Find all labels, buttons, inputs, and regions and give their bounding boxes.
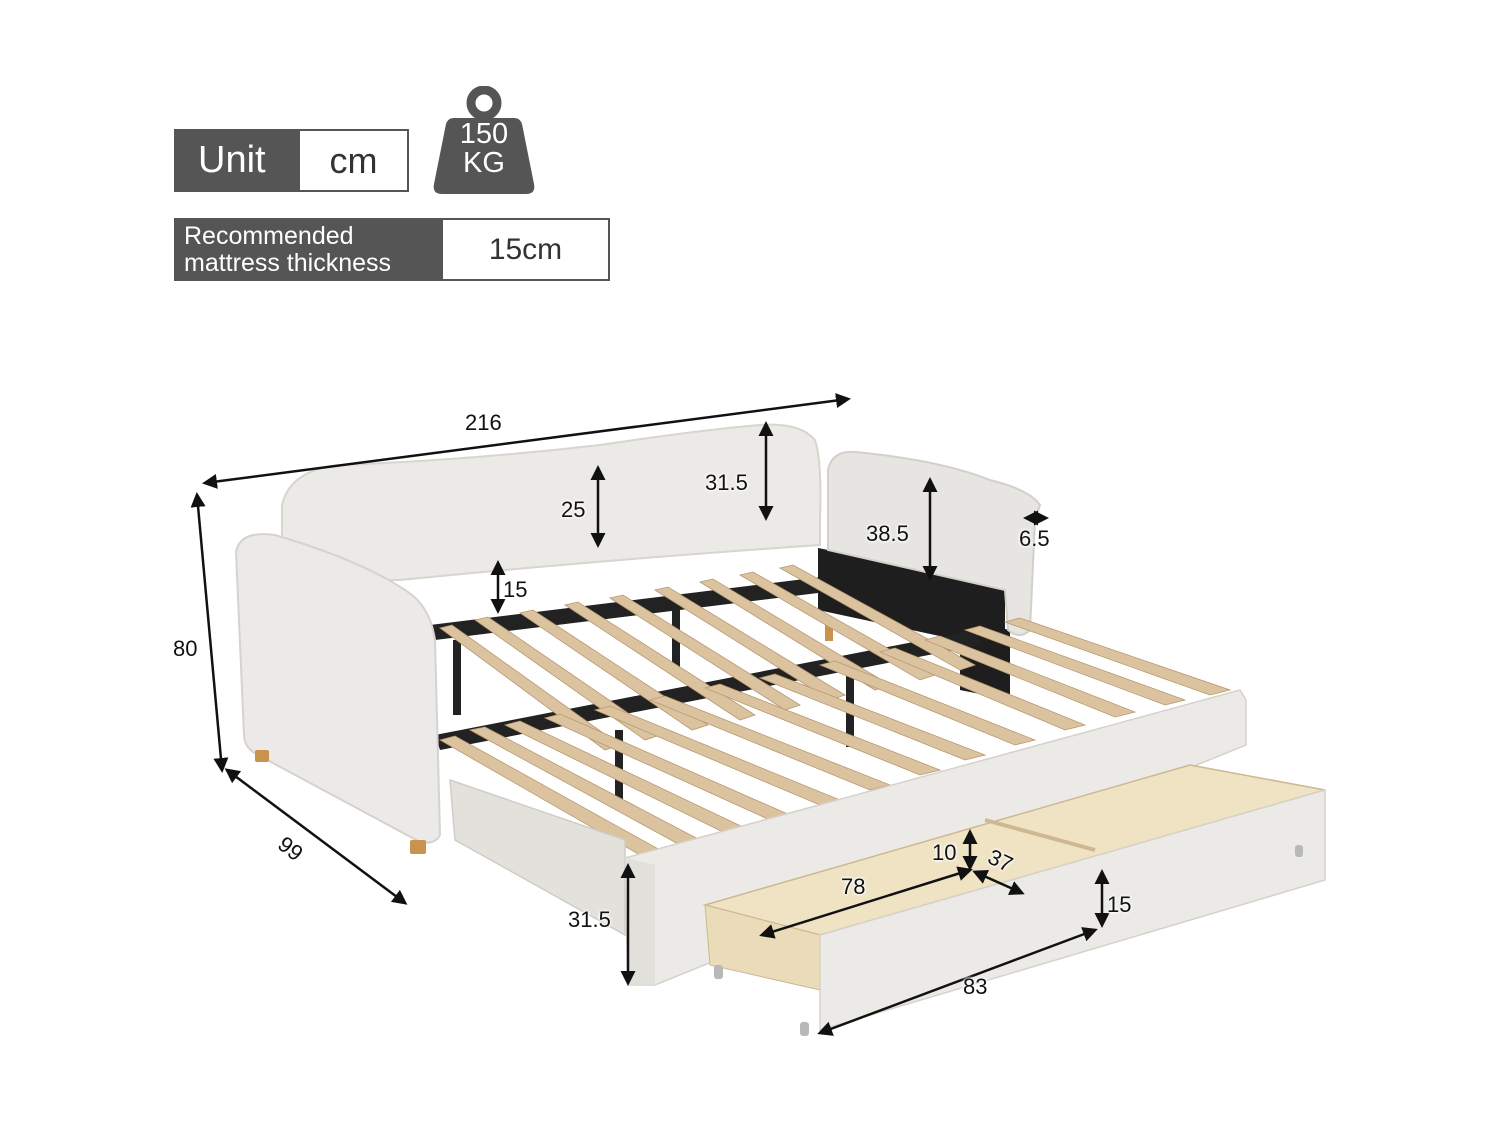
unit-label: Unit [176, 131, 300, 190]
dim-overall-height: 80 [173, 636, 198, 661]
dim-armrest-thickness: 6.5 [1019, 526, 1050, 551]
mattress-label-line1: Recommended [184, 221, 354, 250]
dimension-lines [190, 393, 1110, 1036]
unit-spec-box: Unit cm [174, 129, 409, 192]
dim-drawer-inner-depth: 10 [932, 840, 957, 865]
back-slats [439, 564, 976, 751]
dim-drawer-height: 15 [1107, 892, 1132, 917]
mattress-label: Recommended mattress thickness [176, 220, 443, 279]
weight-unit: KG [463, 147, 505, 179]
unit-value: cm [300, 131, 407, 190]
dim-backrest-peak-height: 31.5 [705, 470, 748, 495]
mattress-label-line2: mattress thickness [184, 248, 392, 277]
dim-backrest-center-height: 25 [561, 497, 586, 522]
weight-value: 150 [459, 118, 509, 150]
dim-drawer-inner-length: 78 [841, 874, 866, 899]
weight-capacity-text: 150 KG [432, 120, 536, 178]
dim-armrest-height: 38.5 [866, 521, 909, 546]
dim-rail-to-slat: 15 [503, 577, 528, 602]
backrest [281, 423, 822, 581]
dim-trundle-height: 31.5 [568, 907, 611, 932]
mattress-spec-box: Recommended mattress thickness 15cm [174, 218, 610, 281]
weight-icon [433, 86, 535, 194]
dim-overall-length: 216 [465, 410, 502, 435]
front-slats [438, 617, 1232, 856]
dim-drawer-length: 83 [963, 974, 988, 999]
right-armrest-leg [825, 625, 833, 641]
mattress-value: 15cm [443, 220, 608, 279]
left-armrest [234, 533, 442, 844]
left-armrest-legs [255, 750, 426, 854]
